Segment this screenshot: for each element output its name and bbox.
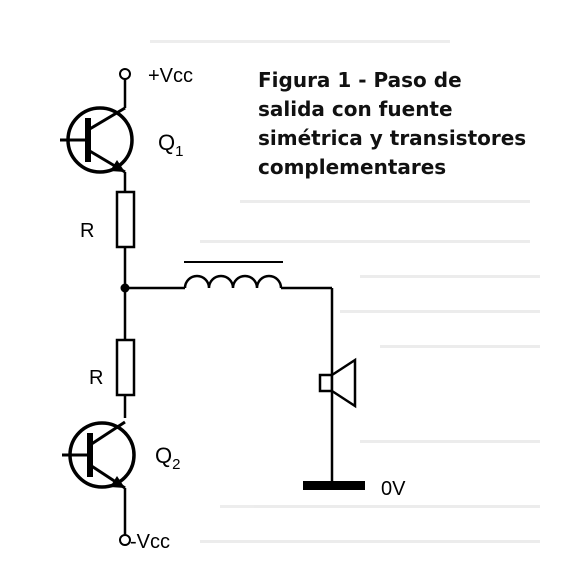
label-ground: 0V: [381, 478, 406, 500]
resistor-top: [115, 190, 136, 330]
figure-caption: Figura 1 - Paso de salida con fuente sim…: [258, 66, 558, 182]
vcc-negative-terminal: [119, 534, 131, 546]
caption-line: complementares: [258, 155, 447, 179]
inductor: [125, 261, 334, 375]
label-q1: Q1: [158, 130, 183, 160]
label-r-top: R: [80, 220, 94, 242]
label-vcc-positive: +Vcc: [148, 65, 193, 87]
label-r-bottom: R: [89, 367, 103, 389]
transistor-q2: [62, 420, 136, 535]
caption-line: simétrica y transistores: [258, 126, 527, 150]
caption-line: Figura 1 - Paso de: [258, 68, 462, 92]
label-q2: Q2: [155, 443, 180, 473]
label-vcc-negative: -Vcc: [130, 531, 170, 553]
caption-line: salida con fuente: [258, 97, 453, 121]
transistor-q1: [60, 106, 134, 192]
speaker: [318, 357, 357, 485]
background-scan-noise: [150, 40, 540, 543]
resistor-bottom: [115, 330, 136, 418]
vcc-positive-terminal: [119, 68, 131, 108]
ground-bar: [303, 481, 365, 490]
